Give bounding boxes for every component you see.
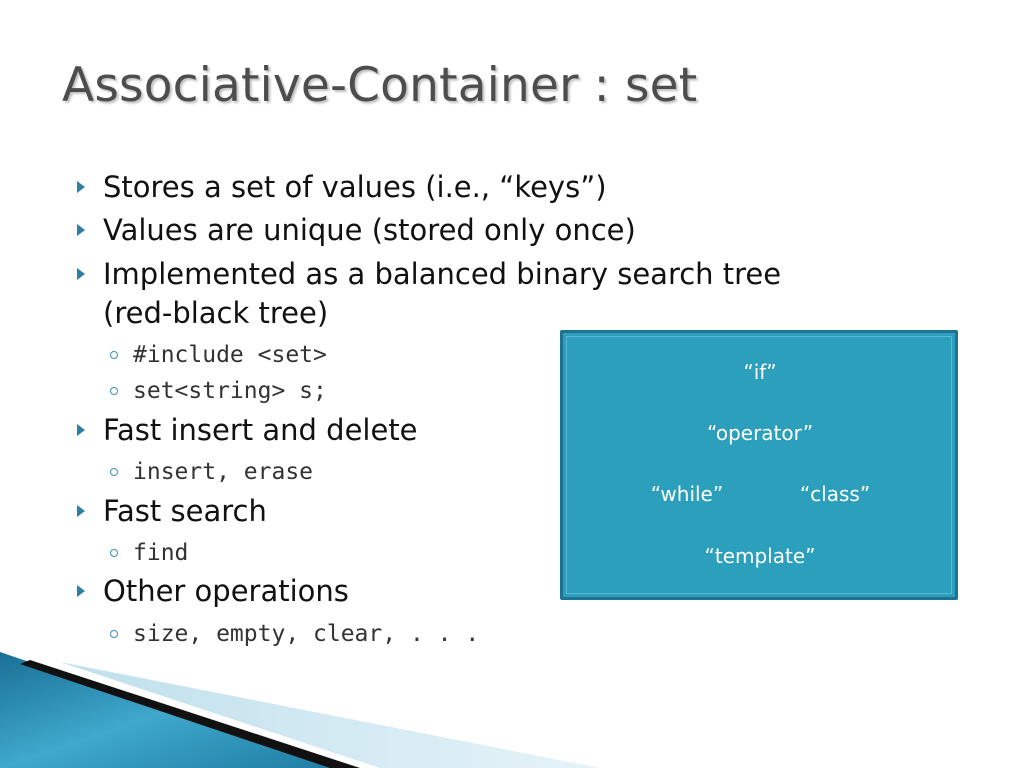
bullet-item: Implemented as a balanced binary search …: [103, 257, 782, 291]
set-key: “if”: [743, 360, 777, 384]
decorative-corner-swoosh: [0, 652, 600, 768]
bullet-arrow-icon: [77, 424, 85, 436]
sub-bullet-ring-icon: [110, 630, 118, 638]
bullet-item: Fast insert and delete: [103, 413, 418, 447]
set-key: “while”: [650, 482, 724, 506]
set-key: “operator”: [706, 421, 814, 445]
sub-bullet-item: size, empty, clear, . . .: [133, 621, 480, 647]
bullet-item: Other operations: [103, 574, 349, 608]
sub-bullet-item: #include <set>: [133, 342, 327, 368]
bullet-arrow-icon: [77, 505, 85, 517]
sub-bullet-item: set<string> s;: [133, 378, 327, 404]
sub-bullet-ring-icon: [110, 468, 118, 476]
sub-bullet-ring-icon: [110, 387, 118, 395]
set-keys-box: “if” “operator” “while” “class” “templat…: [560, 330, 958, 600]
sub-bullet-ring-icon: [110, 549, 118, 557]
bullet-item: Values are unique (stored only once): [103, 213, 636, 247]
bullet-arrow-icon: [77, 585, 85, 597]
bullet-arrow-icon: [77, 181, 85, 193]
sub-bullet-ring-icon: [110, 351, 118, 359]
bullet-arrow-icon: [77, 268, 85, 280]
sub-bullet-item: find: [133, 540, 189, 566]
bullet-item-continuation: (red-black tree): [103, 296, 329, 330]
set-key: “template”: [704, 544, 816, 568]
slide-title: Associative-Container : set: [62, 58, 698, 113]
swoosh-light-band: [60, 662, 600, 768]
bullet-item: Stores a set of values (i.e., “keys”): [103, 170, 607, 204]
swoosh-dark-stripe: [20, 660, 360, 768]
sub-bullet-item: insert, erase: [133, 459, 314, 485]
bullet-arrow-icon: [77, 224, 85, 236]
set-key: “class”: [799, 482, 871, 506]
bullet-item: Fast search: [103, 494, 267, 528]
